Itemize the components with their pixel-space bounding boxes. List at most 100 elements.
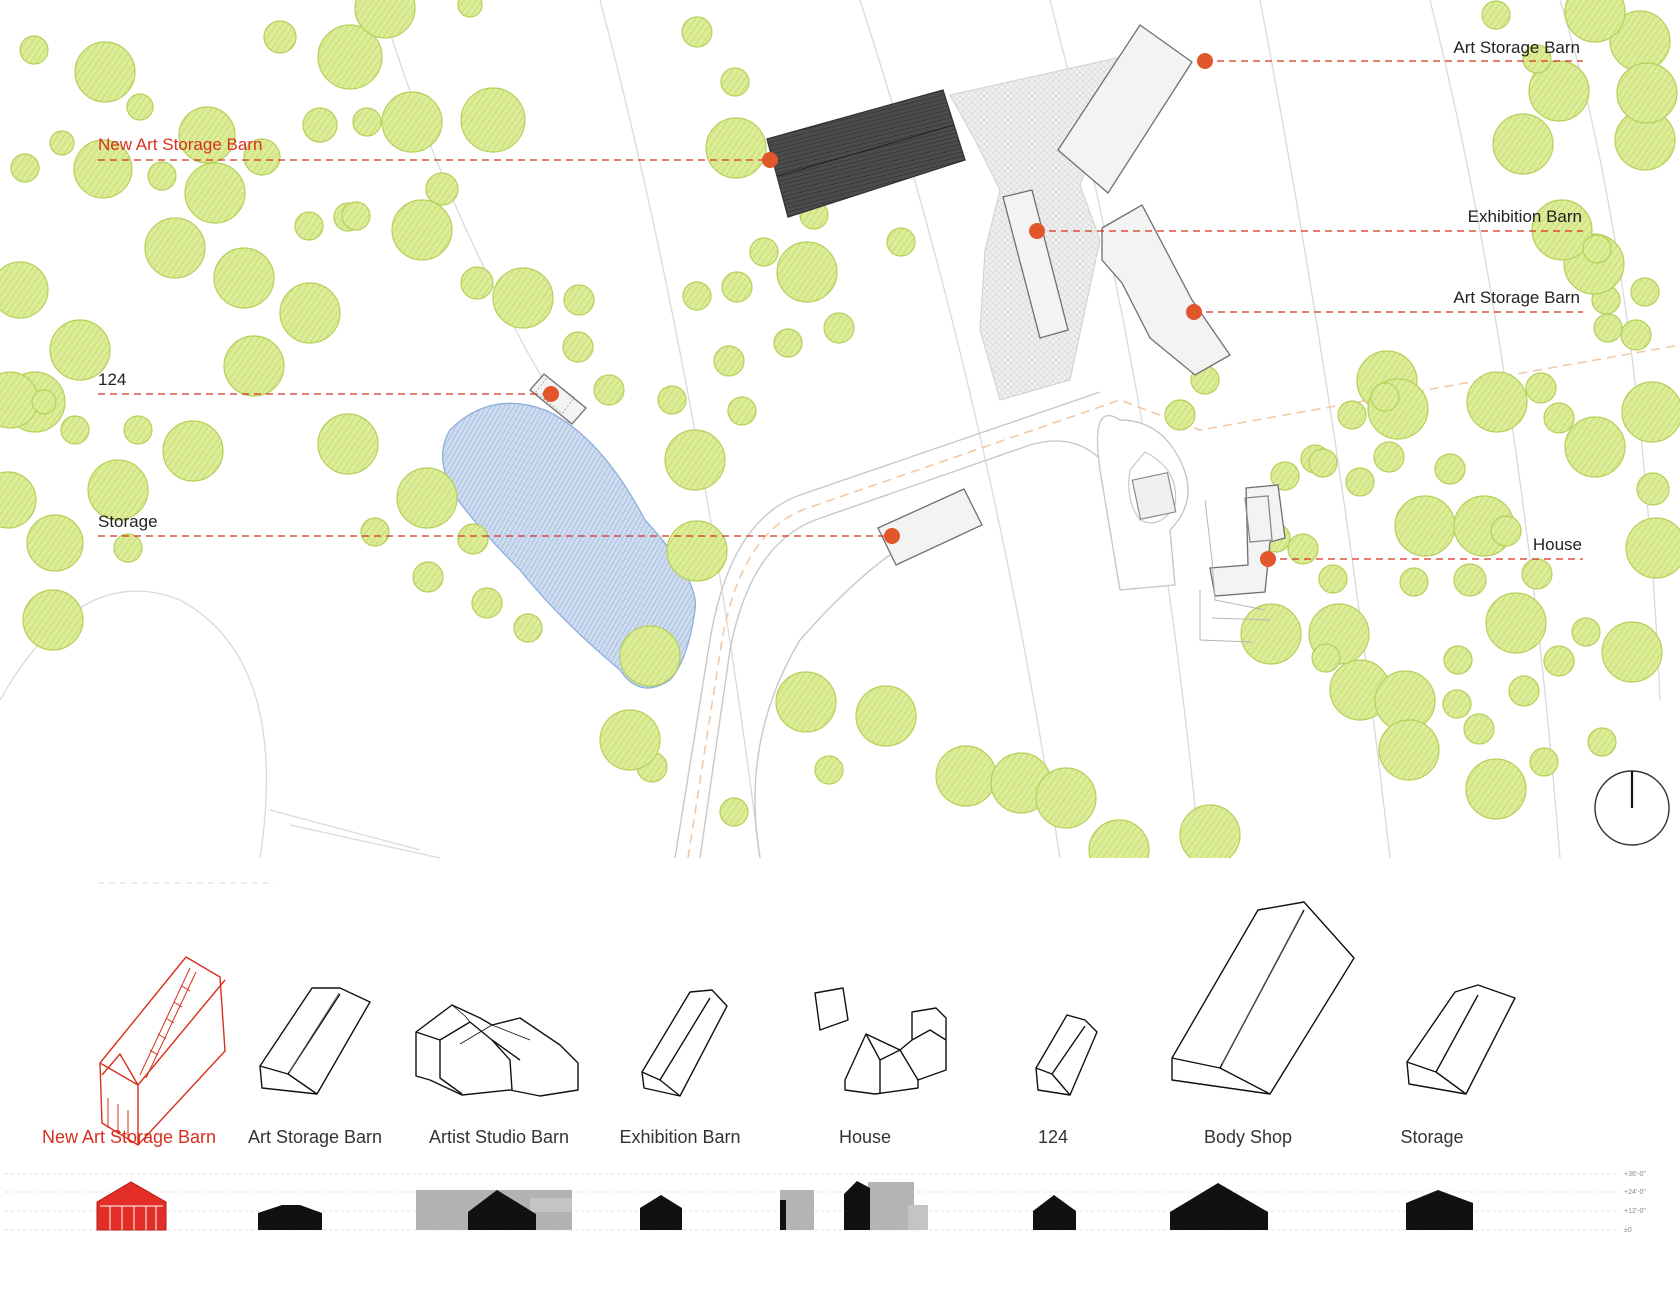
tree xyxy=(1035,767,1097,829)
artist-studio-barn xyxy=(1002,189,1069,339)
tree xyxy=(1345,467,1375,497)
tree xyxy=(1564,0,1626,43)
elevation-level-labels: +36'-0" +24'-0" +12'-0" ±0 xyxy=(1624,1171,1646,1234)
tree xyxy=(341,201,371,231)
tree xyxy=(1164,399,1196,431)
tree xyxy=(823,312,855,344)
tree xyxy=(1442,689,1472,719)
callout-label: Art Storage Barn xyxy=(1453,38,1580,57)
tree xyxy=(1531,199,1593,261)
tree xyxy=(713,345,745,377)
tree xyxy=(1621,381,1680,443)
callout-house: House xyxy=(1260,535,1583,567)
tree xyxy=(73,139,133,199)
tree xyxy=(360,517,390,547)
tree xyxy=(144,217,206,279)
elevation-guides xyxy=(5,1173,1620,1231)
tree xyxy=(243,138,281,176)
tree xyxy=(31,389,57,415)
tree xyxy=(720,67,750,97)
driveway xyxy=(674,391,1111,858)
tree xyxy=(1525,372,1557,404)
tree xyxy=(513,613,543,643)
tree xyxy=(1587,727,1617,757)
callout-new-art-storage-barn: New Art Storage Barn xyxy=(98,135,778,168)
callout-label: Art Storage Barn xyxy=(1453,288,1580,307)
art-storage-barn-top xyxy=(1057,24,1193,194)
tree xyxy=(1287,533,1319,565)
exhibition-barn xyxy=(1101,204,1231,376)
tree xyxy=(1443,645,1473,675)
tree xyxy=(1543,645,1575,677)
tree xyxy=(619,625,681,687)
callout-label: 124 xyxy=(98,370,126,389)
tree xyxy=(471,587,503,619)
tree xyxy=(1543,402,1575,434)
tree xyxy=(1337,400,1367,430)
tree xyxy=(1625,517,1680,579)
tree xyxy=(381,91,443,153)
tree xyxy=(681,16,713,48)
tree xyxy=(49,319,111,381)
tree xyxy=(223,335,285,397)
new-art-storage-barn-roof xyxy=(766,89,966,218)
tree xyxy=(776,241,838,303)
elevation-new-art-storage-barn xyxy=(96,1181,167,1231)
tree xyxy=(563,284,595,316)
tree xyxy=(886,227,916,257)
level-label: ±0 xyxy=(1624,1227,1632,1234)
tree xyxy=(391,199,453,261)
tree xyxy=(1394,495,1456,557)
tree xyxy=(26,514,84,572)
tree xyxy=(354,0,416,39)
building-label: Artist Studio Barn xyxy=(429,1127,569,1147)
tree xyxy=(1270,461,1300,491)
tree xyxy=(1240,603,1302,665)
tree xyxy=(460,266,494,300)
tree xyxy=(123,415,153,445)
tree xyxy=(1466,371,1528,433)
tree xyxy=(1434,453,1466,485)
elevation-artist-studio-barn xyxy=(416,1190,572,1230)
tree xyxy=(719,797,749,827)
tree xyxy=(1601,621,1663,683)
tree xyxy=(705,117,767,179)
building-labels: New Art Storage Barn Art Storage Barn Ar… xyxy=(42,1127,1464,1147)
tree xyxy=(1088,819,1150,858)
tree xyxy=(1318,564,1348,594)
tree xyxy=(1370,382,1400,412)
site-buildings xyxy=(529,24,1286,597)
tree xyxy=(1522,44,1552,74)
elevation-124 xyxy=(1033,1195,1076,1230)
callouts: Art Storage Barn New Art Storage Barn Ex… xyxy=(98,38,1583,567)
axon-art-storage-barn xyxy=(259,987,371,1095)
tree xyxy=(1373,441,1405,473)
tree xyxy=(87,459,149,521)
tree xyxy=(178,106,236,164)
tree xyxy=(457,523,489,555)
tree xyxy=(60,415,90,445)
axon-artist-studio-barn xyxy=(415,1004,579,1097)
tree xyxy=(1571,617,1601,647)
axon-storage xyxy=(1406,984,1516,1095)
tree xyxy=(147,161,177,191)
tree xyxy=(657,385,687,415)
tree xyxy=(1630,277,1660,307)
tree xyxy=(1582,234,1612,264)
tree xyxy=(1593,313,1623,343)
tree xyxy=(279,282,341,344)
tree xyxy=(412,561,444,593)
path-line xyxy=(687,344,1680,858)
level-label: +24'-0" xyxy=(1624,1189,1646,1196)
tree xyxy=(0,261,49,319)
elevation-art-storage-barn xyxy=(258,1205,322,1230)
building-label: Art Storage Barn xyxy=(248,1127,382,1147)
house-driveway-inner xyxy=(1128,451,1177,524)
building-axons xyxy=(99,901,1516,1146)
trees xyxy=(0,0,1680,858)
house-building xyxy=(1209,484,1286,597)
north-arrow-icon xyxy=(1594,770,1670,846)
building-label: House xyxy=(839,1127,891,1147)
tree xyxy=(562,331,594,363)
